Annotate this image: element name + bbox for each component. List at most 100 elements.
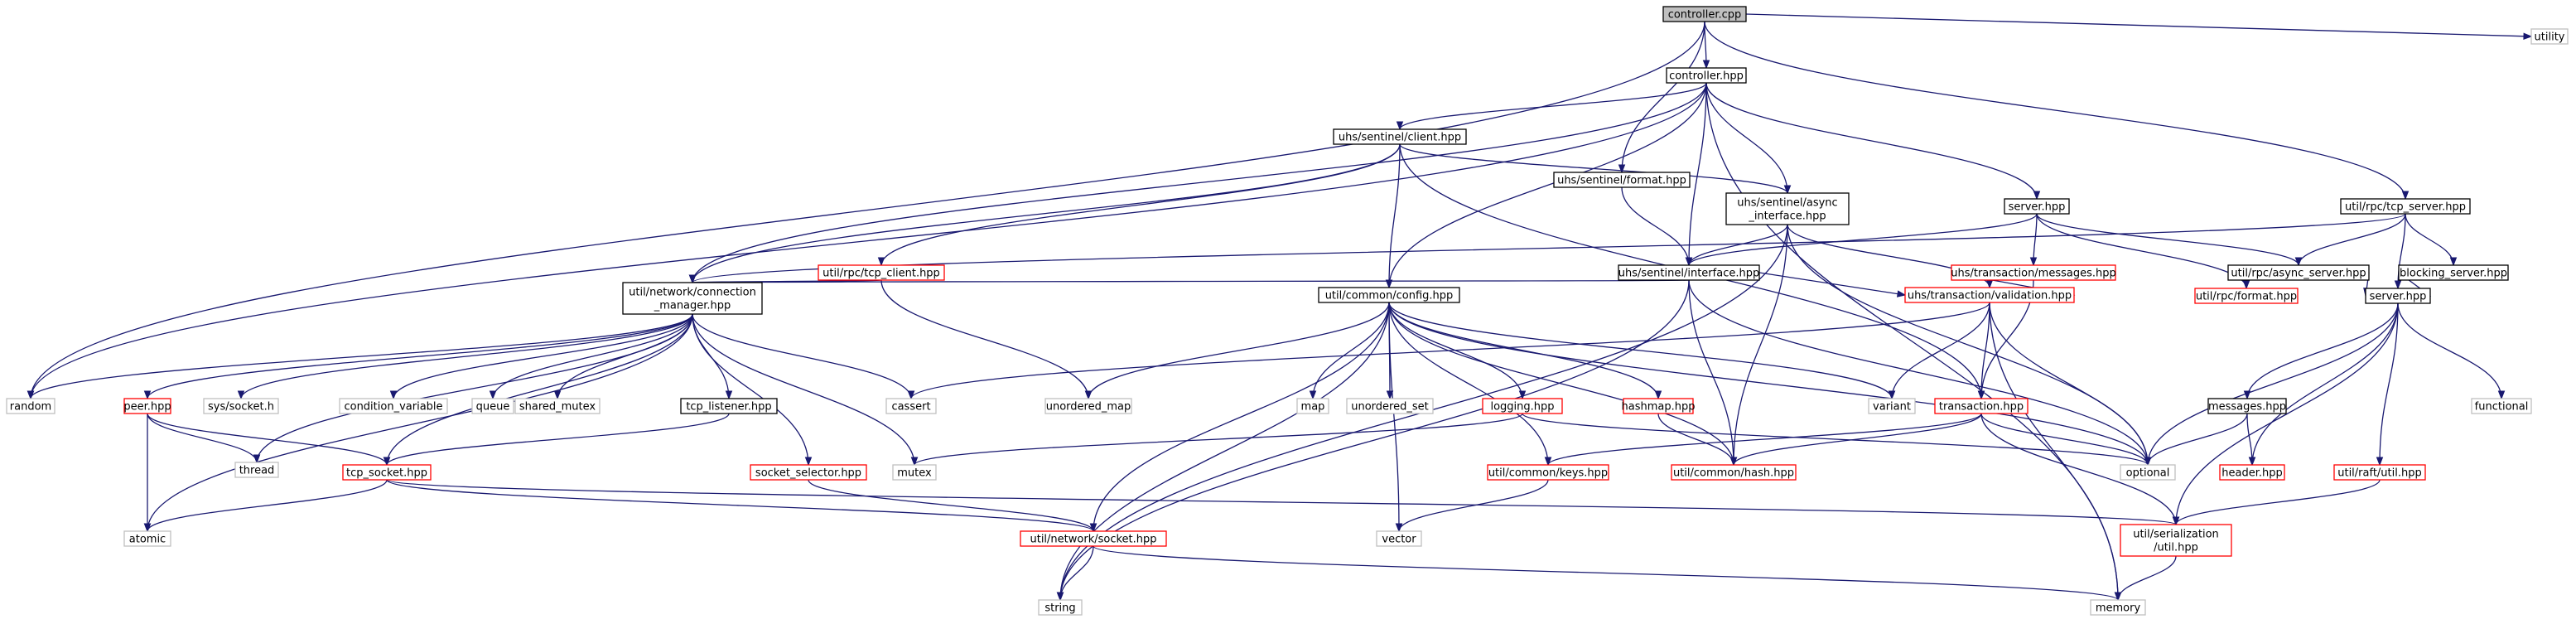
edge-config_hpp-to-keys_hpp bbox=[1388, 302, 1552, 467]
edge-validation_hpp-to-transaction_hpp bbox=[1977, 302, 1990, 400]
node-uhs-sentinel-format-hpp[interactable]: uhs/sentinel/format.hpp bbox=[1553, 172, 1691, 188]
node-util-serialization-util-hpp[interactable]: util/serialization/util.hpp bbox=[2120, 524, 2232, 557]
edge-tcp_server_hpp-to-async_server_hpp bbox=[2294, 213, 2406, 267]
node-label: memory bbox=[2096, 602, 2141, 615]
node-label: util/rpc/tcp_server.hpp bbox=[2345, 201, 2466, 214]
node-label: peer.hpp bbox=[123, 401, 171, 414]
node-label: util/common/keys.hpp bbox=[1488, 467, 1608, 480]
node-controller-cpp[interactable]: controller.cpp bbox=[1662, 6, 1747, 22]
node-logging-hpp[interactable]: logging.hpp bbox=[1482, 398, 1563, 414]
node-label: uhs/sentinel/client.hpp bbox=[1339, 132, 1461, 144]
edge-arrowhead bbox=[553, 390, 562, 400]
edge-line bbox=[393, 313, 693, 399]
edge-line bbox=[1688, 224, 1788, 266]
node-util-rpc-tcp-client-hpp[interactable]: util/rpc/tcp_client.hpp bbox=[818, 264, 945, 281]
node-header-hpp[interactable]: header.hpp bbox=[2219, 464, 2285, 481]
node-unordered-map: unordered_map bbox=[1044, 398, 1132, 414]
node-util-common-keys-hpp[interactable]: util/common/keys.hpp bbox=[1487, 464, 1609, 481]
edge-line bbox=[1688, 279, 1734, 466]
node-server-hpp[interactable]: server.hpp bbox=[2004, 198, 2070, 215]
edge-arrowhead bbox=[143, 523, 152, 533]
node-blocking-server-hpp[interactable]: blocking_server.hpp bbox=[2398, 264, 2509, 281]
node-box bbox=[1333, 128, 1467, 145]
node-uhs-transaction-validation-hpp[interactable]: uhs/transaction/validation.hpp bbox=[1904, 287, 2075, 303]
node-util-rpc-tcp-server-hpp[interactable]: util/rpc/tcp_server.hpp bbox=[2340, 198, 2471, 215]
node-util-common-config-hpp[interactable]: util/common/config.hpp bbox=[1318, 287, 1460, 303]
node-uhs-sentinel-async-interface-hpp[interactable]: uhs/sentinel/async_interface.hpp bbox=[1725, 192, 1850, 225]
edge-arrowhead bbox=[1618, 164, 1626, 174]
node-label: controller.hpp bbox=[1669, 70, 1744, 83]
node-util-network-connection-manager-hpp[interactable]: util/network/connection_manager.hpp bbox=[622, 282, 763, 315]
edge-line bbox=[1059, 302, 1390, 601]
node-util-raft-util-hpp[interactable]: util/raft/util.hpp bbox=[2333, 464, 2426, 481]
node-socket-selector-hpp[interactable]: socket_selector.hpp bbox=[750, 464, 867, 481]
edge-interface_hpp-to-string bbox=[1056, 279, 1690, 602]
node-hashmap-hpp[interactable]: hashmap.hpp bbox=[1622, 398, 1696, 414]
node-uhs-sentinel-client-hpp[interactable]: uhs/sentinel/client.hpp bbox=[1333, 128, 1467, 145]
edge-arrowhead bbox=[2376, 457, 2384, 467]
node-box bbox=[123, 530, 171, 547]
edge-line bbox=[2147, 413, 2248, 466]
edge-server_hpp2-to-messages_hpp2 bbox=[2243, 302, 2399, 400]
edge-arrowhead bbox=[2172, 516, 2180, 526]
node-queue: queue bbox=[471, 398, 514, 414]
node-box bbox=[1376, 530, 1422, 547]
edge-net_socket-to-memory bbox=[1093, 545, 2122, 602]
node-server-hpp[interactable]: server.hpp bbox=[2365, 288, 2431, 304]
node-label: util/rpc/tcp_client.hpp bbox=[822, 268, 940, 280]
node-box bbox=[750, 464, 867, 481]
node-label: uhs/transaction/validation.hpp bbox=[1908, 290, 2072, 302]
edge-line bbox=[2251, 302, 2399, 466]
node-utility: utility bbox=[2530, 28, 2569, 45]
node-util-network-socket-hpp[interactable]: util/network/socket.hpp bbox=[1020, 530, 1167, 547]
node-box bbox=[622, 282, 763, 315]
node-box bbox=[1666, 67, 1747, 84]
node-util-rpc-async-server-hpp[interactable]: util/rpc/async_server.hpp bbox=[2227, 264, 2370, 281]
edge-line bbox=[2147, 302, 2399, 466]
edge-line bbox=[1088, 302, 1390, 399]
node-tcp-listener-hpp[interactable]: tcp_listener.hpp bbox=[680, 398, 778, 414]
node-tcp-socket-hpp[interactable]: tcp_socket.hpp bbox=[342, 464, 432, 481]
edge-arrowhead bbox=[2242, 280, 2250, 290]
node-memory: memory bbox=[2090, 599, 2146, 616]
edge-line bbox=[910, 302, 1990, 399]
edge-controller_cpp-to-tcp_server_hpp bbox=[1704, 21, 2410, 201]
node-label: util/serialization bbox=[2133, 529, 2219, 541]
node-label: tcp_listener.hpp bbox=[686, 401, 771, 414]
edge-arrowhead bbox=[1544, 457, 1552, 467]
edge-arrowhead bbox=[1056, 592, 1064, 602]
node-label: tcp_socket.hpp bbox=[346, 467, 427, 480]
node-transaction-hpp[interactable]: transaction.hpp bbox=[1934, 398, 2028, 414]
edge-line bbox=[1733, 224, 1788, 466]
edge-arrowhead bbox=[1896, 290, 1907, 297]
edge-arrowhead bbox=[143, 390, 152, 400]
node-uhs-sentinel-interface-hpp[interactable]: uhs/sentinel/interface.hpp bbox=[1618, 264, 1760, 281]
edge-line bbox=[1621, 186, 1690, 266]
node-util-rpc-format-hpp[interactable]: util/rpc/format.hpp bbox=[2194, 288, 2299, 304]
edge-validation_hpp-to-variant bbox=[1888, 302, 1990, 400]
edge-line bbox=[1688, 82, 1707, 266]
edge-line bbox=[1787, 224, 2149, 466]
node-messages-hpp[interactable]: messages.hpp bbox=[2207, 398, 2287, 414]
edge-line bbox=[1312, 302, 1390, 399]
edge-arrowhead bbox=[383, 457, 391, 467]
node-peer-hpp[interactable]: peer.hpp bbox=[123, 398, 171, 414]
edge-line bbox=[147, 313, 693, 399]
edge-arrowhead bbox=[1685, 257, 1693, 267]
node-uhs-transaction-messages-hpp[interactable]: uhs/transaction/messages.hpp bbox=[1951, 264, 2116, 281]
node-box bbox=[2365, 288, 2431, 304]
edges bbox=[27, 13, 2533, 602]
edge-arrowhead bbox=[27, 390, 35, 400]
node-util-common-hash-hpp[interactable]: util/common/hash.hpp bbox=[1671, 464, 1797, 481]
edge-line bbox=[914, 413, 1523, 466]
edge-line bbox=[30, 21, 1705, 399]
edge-messages_hpp2-to-optional bbox=[2144, 413, 2248, 467]
node-controller-hpp[interactable]: controller.hpp bbox=[1666, 67, 1747, 84]
edge-line bbox=[1093, 545, 2119, 601]
edge-arrowhead bbox=[253, 454, 261, 464]
edge-arrowhead bbox=[237, 390, 245, 400]
edge-logging_hpp-to-mutex bbox=[910, 413, 1523, 467]
edge-line bbox=[692, 213, 2406, 283]
edge-line bbox=[147, 413, 388, 466]
edge-interface_hpp-to-validation_hpp bbox=[1758, 272, 1907, 297]
